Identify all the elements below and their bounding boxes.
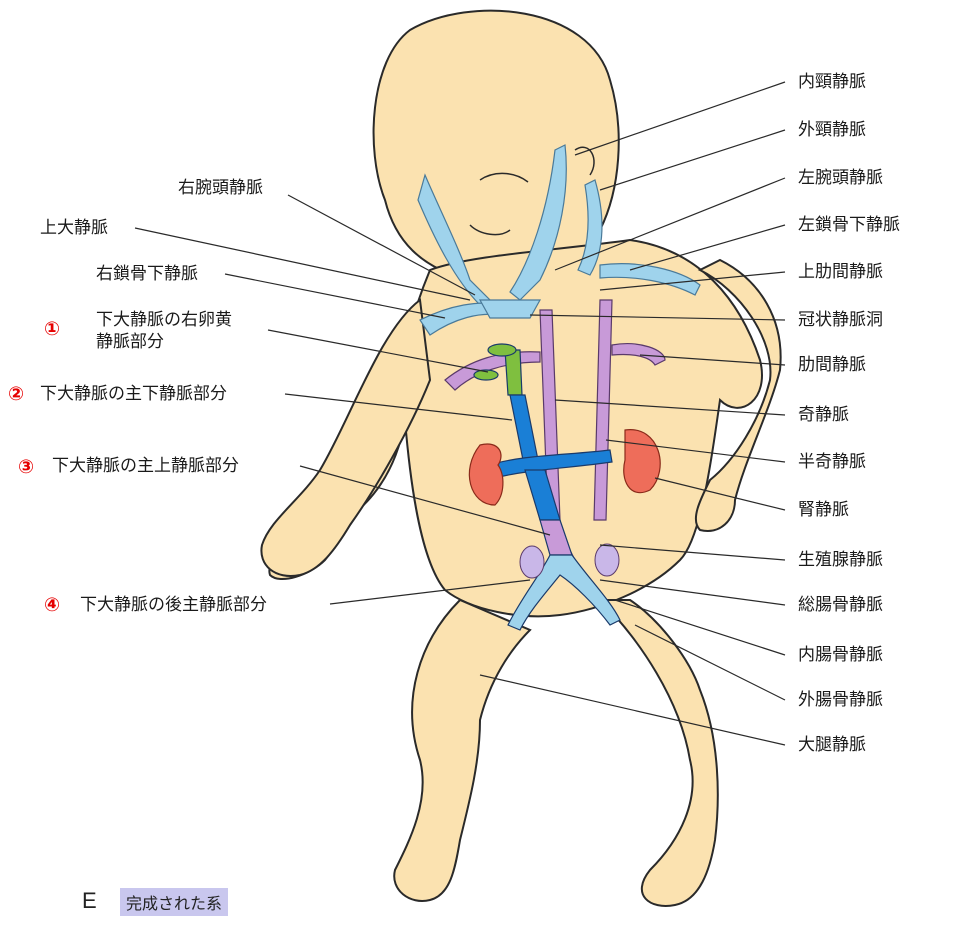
label-ivc-supracardinal: 下大静脈の主上静脈部分 xyxy=(52,456,239,476)
label-left-brachiocephalic-vein: 左腕頭静脈 xyxy=(798,168,883,188)
marker-1: ① xyxy=(44,318,61,340)
label-azygos-vein: 奇静脈 xyxy=(798,405,849,425)
label-right-subclavian-vein: 右鎖骨下静脈 xyxy=(96,264,198,284)
label-left-subclavian-vein: 左鎖骨下静脈 xyxy=(798,215,900,235)
label-internal-iliac-vein: 内腸骨静脈 xyxy=(798,645,883,665)
leader-lines xyxy=(134,81,786,746)
label-gonadal-vein: 生殖腺静脈 xyxy=(798,550,883,570)
inferior-vena-cava xyxy=(473,343,621,631)
label-external-jugular-vein: 外頸静脈 xyxy=(798,120,866,140)
label-femoral-vein: 大腿静脈 xyxy=(798,735,866,755)
label-ivc-postcardinal: 下大静脈の後主静脈部分 xyxy=(80,595,267,615)
label-superior-vena-cava: 上大静脈 xyxy=(40,218,108,238)
figure-caption: 完成された系 xyxy=(120,888,229,916)
label-intercostal-vein: 肋間静脈 xyxy=(798,355,866,375)
label-renal-vein: 腎静脈 xyxy=(798,500,849,520)
label-coronary-sinus: 冠状静脈洞 xyxy=(798,310,883,330)
label-common-iliac-vein: 総腸骨静脈 xyxy=(798,595,883,615)
marker-4: ④ xyxy=(44,594,61,616)
marker-2: ② xyxy=(8,383,25,405)
label-right-brachiocephalic-vein: 右腕頭静脈 xyxy=(178,178,263,198)
label-internal-jugular-vein: 内頸静脈 xyxy=(798,72,866,92)
label-hemiazygos-vein: 半奇静脈 xyxy=(798,452,866,472)
label-superior-intercostal-vein: 上肋間静脈 xyxy=(798,262,883,282)
label-external-iliac-vein: 外腸骨静脈 xyxy=(798,690,883,710)
figure-letter: E xyxy=(82,888,97,913)
gonads xyxy=(519,543,620,579)
label-ivc-right-vitelline: 下大静脈の右卵黄 xyxy=(96,310,232,330)
light-blue-veins xyxy=(417,144,701,336)
face-details xyxy=(469,146,595,236)
label-ivc-right-vitelline-line2: 静脈部分 xyxy=(96,332,164,352)
marker-3: ③ xyxy=(18,456,35,478)
label-ivc-subcardinal: 下大静脈の主下静脈部分 xyxy=(40,384,227,404)
